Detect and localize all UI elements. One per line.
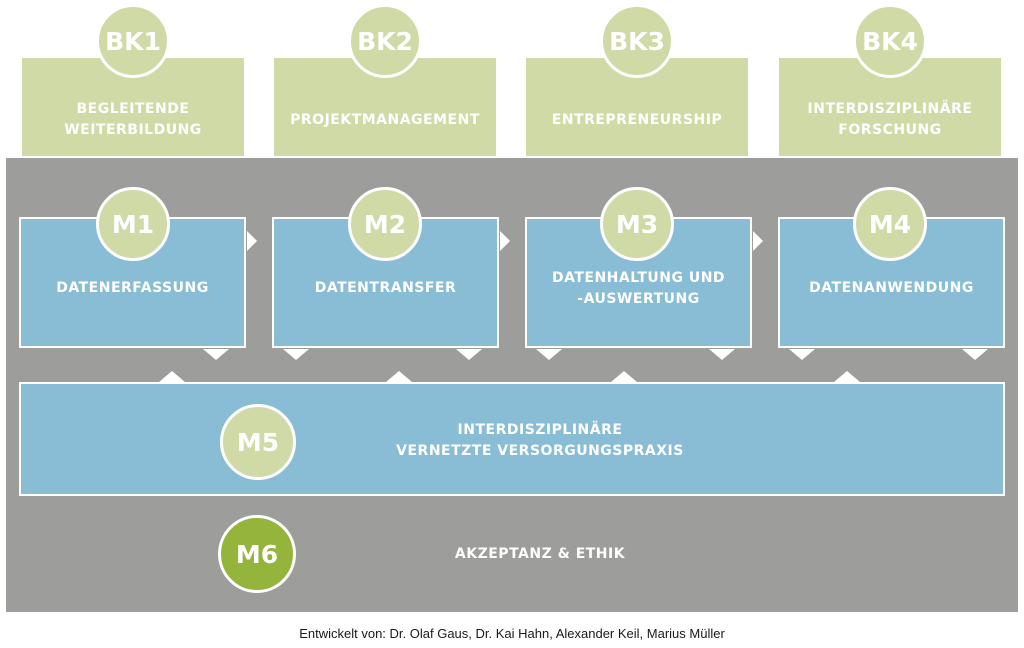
connector-up-arrow xyxy=(159,371,185,382)
module-label: DATENTRANSFER xyxy=(314,280,457,296)
credit-line: Entwickelt von: Dr. Olaf Gaus, Dr. Kai H… xyxy=(299,626,725,641)
competency-label: ENTREPRENEURSHIP xyxy=(551,111,723,128)
connector-down-arrow xyxy=(203,349,229,360)
connector-down-arrow xyxy=(962,349,988,360)
flow-arrow-right xyxy=(753,231,763,251)
module-box-m5 xyxy=(19,382,1005,496)
connector-up-arrow xyxy=(611,371,637,382)
competency-badge-bk1: BK1 xyxy=(96,4,170,78)
module-badge-m1: M1 xyxy=(96,187,170,261)
competency-badge-bk3: BK3 xyxy=(600,4,674,78)
connector-up-arrow xyxy=(386,371,412,382)
connector-down-arrow xyxy=(456,349,482,360)
module-label-m5: INTERDISZIPLINÄRE VERNETZTE VERSORGUNGSP… xyxy=(396,422,684,459)
competency-label: INTERDISZIPLINÄRE FORSCHUNG xyxy=(807,101,973,138)
module-label: DATENANWENDUNG xyxy=(809,280,974,296)
competency-label: BEGLEITENDE WEITERBILDUNG xyxy=(64,101,202,138)
module-badge-m4: M4 xyxy=(853,187,927,261)
connector-down-arrow xyxy=(283,349,309,360)
connector-down-arrow xyxy=(536,349,562,360)
module-label: DATENERFASSUNG xyxy=(56,280,209,296)
module-label: DATENHALTUNG UND -AUSWERTUNG xyxy=(551,269,726,307)
flow-arrow-right xyxy=(247,231,257,251)
module-badge-m2: M2 xyxy=(348,187,422,261)
connector-up-arrow xyxy=(834,371,860,382)
competency-badge-bk4: BK4 xyxy=(853,4,927,78)
competency-label: PROJEKTMANAGEMENT xyxy=(290,111,480,128)
module-badge-m5: M5 xyxy=(220,404,296,480)
module-label-m6: AKZEPTANZ & ETHIK xyxy=(454,546,626,562)
flow-arrow-right xyxy=(500,231,510,251)
competency-badge-bk2: BK2 xyxy=(348,4,422,78)
module-badge-m3: M3 xyxy=(600,187,674,261)
connector-down-arrow xyxy=(789,349,815,360)
competency-box-bk2: PROJEKTMANAGEMENT xyxy=(274,58,496,156)
connector-down-arrow xyxy=(709,349,735,360)
module-badge-m6: M6 xyxy=(218,515,296,593)
